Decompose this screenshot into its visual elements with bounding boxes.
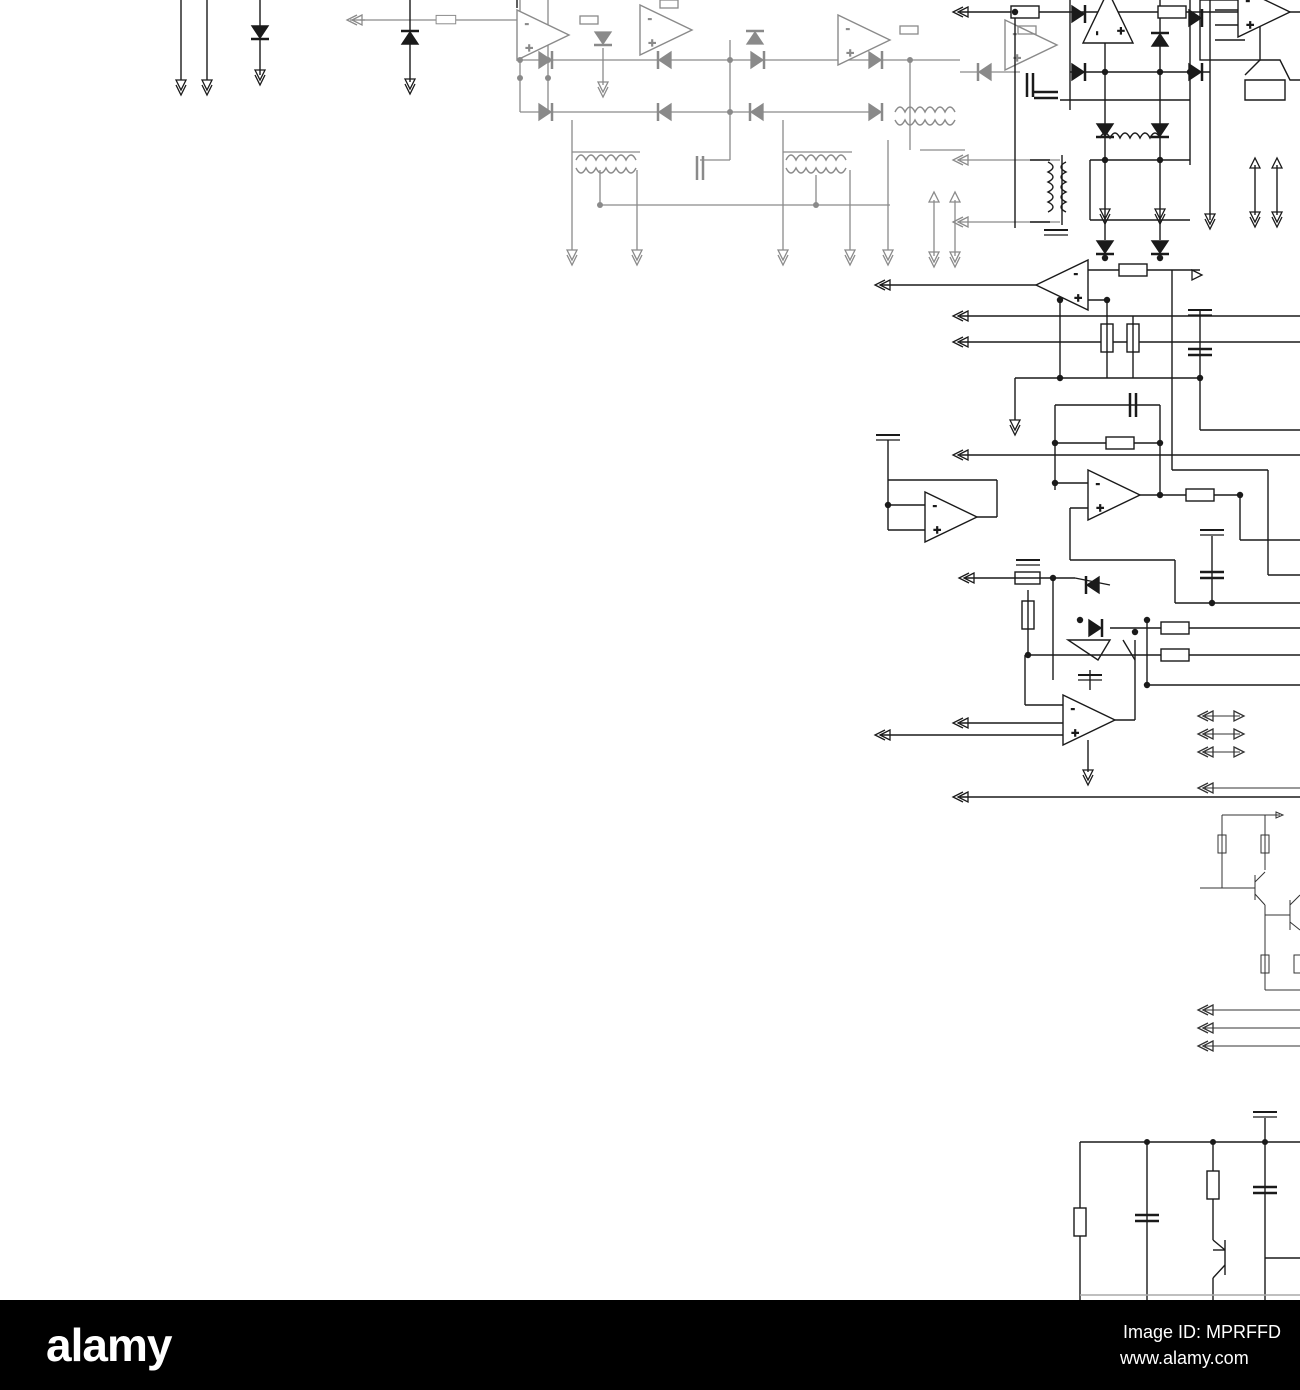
right-signal-arrows bbox=[1197, 710, 1300, 1052]
site-url: www.alamy.com bbox=[1120, 1348, 1249, 1368]
circuit-schematic: -+ -+ bbox=[175, 0, 1300, 1300]
bottom-power-circuit bbox=[1073, 1111, 1300, 1300]
faded-upper-circuit bbox=[346, 0, 1060, 268]
transistor-stage bbox=[1200, 811, 1300, 991]
alamy-logo: alamy bbox=[46, 1319, 172, 1371]
main-circuit bbox=[874, 0, 1300, 803]
top-left-feeds bbox=[175, 0, 518, 96]
schematic-stage: -+ -+ bbox=[175, 0, 1300, 1300]
stock-footer-bar: alamy Image ID: MPRFFD www.alamy.com bbox=[0, 1300, 1300, 1390]
image-id-label: Image ID: MPRFFD bbox=[1123, 1322, 1282, 1342]
